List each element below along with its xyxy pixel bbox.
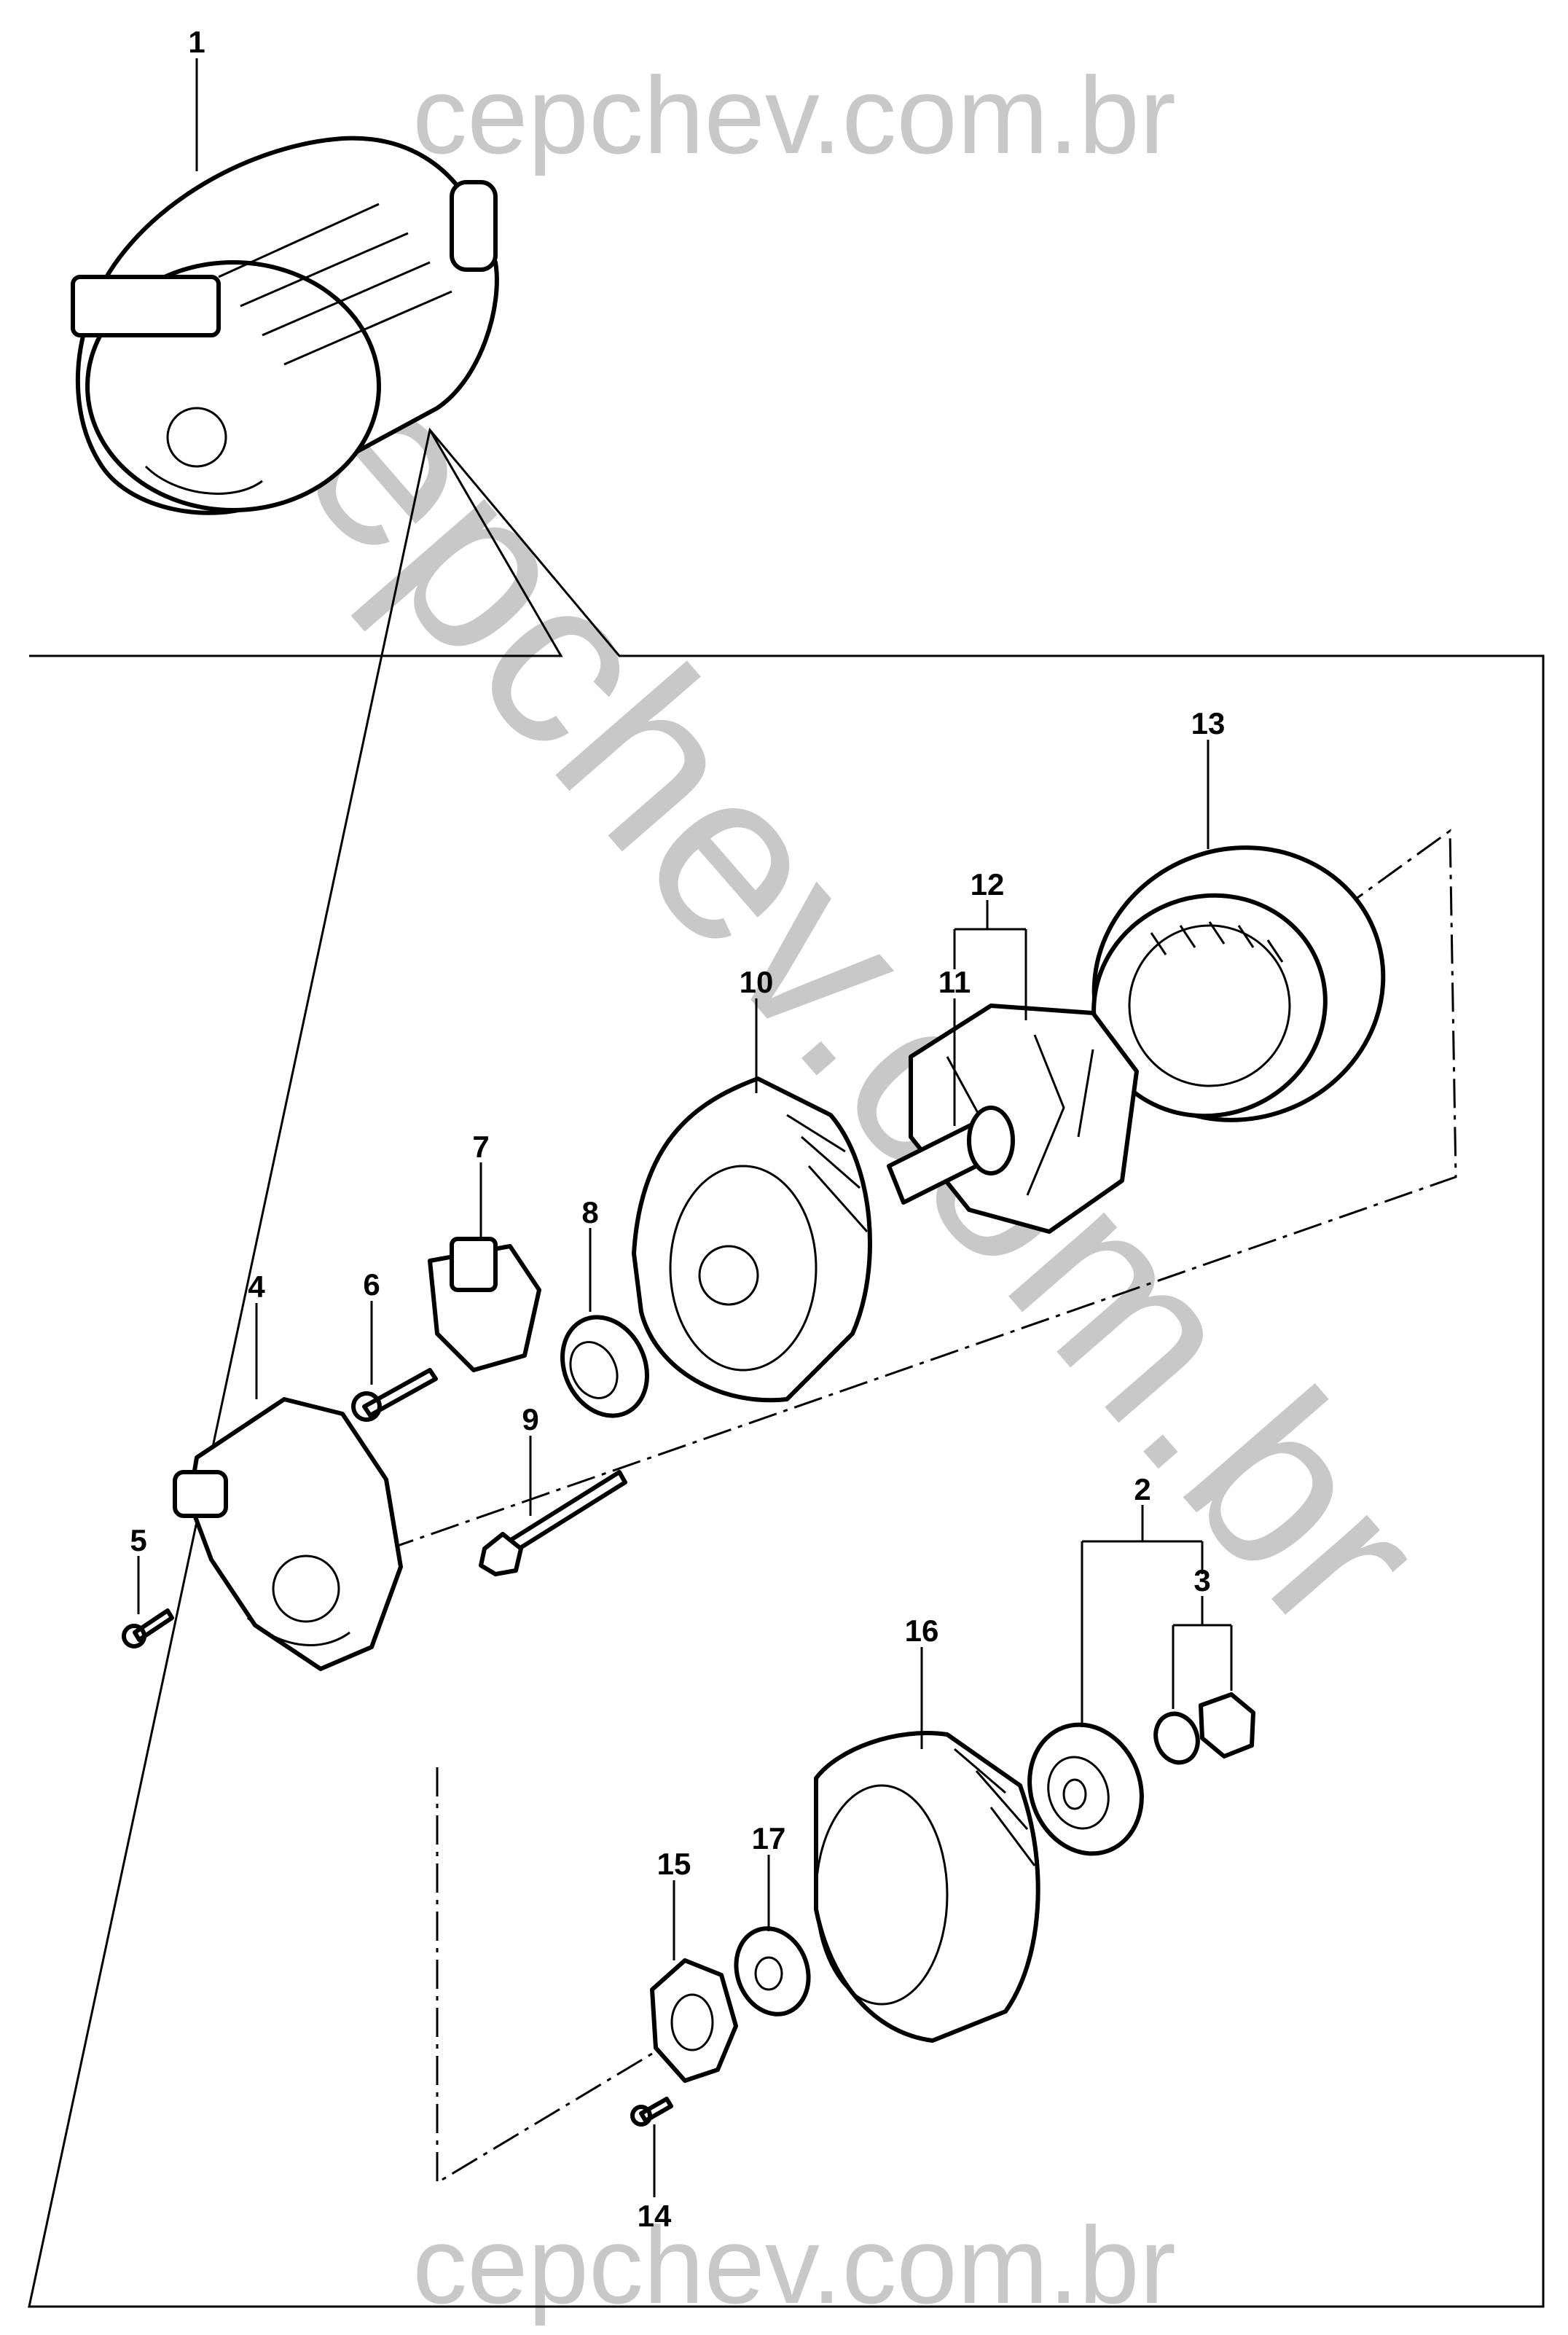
callout-10: 10: [740, 965, 774, 999]
retainer-plate: [650, 1958, 738, 2083]
leader-2-bracket: [1081, 1505, 1204, 1727]
callout-2: 2: [1134, 1472, 1150, 1506]
front-bearing: [734, 1926, 811, 2017]
callout-13: 13: [1191, 706, 1226, 740]
bearing: [560, 1315, 649, 1418]
washer: [1153, 1711, 1200, 1765]
callout-16: 16: [905, 1614, 939, 1648]
pulley: [1027, 1722, 1144, 1856]
callout-9: 9: [522, 1402, 538, 1436]
screw-5: [122, 1608, 174, 1648]
callout-12: 12: [971, 867, 1005, 901]
callout-11: 11: [938, 965, 971, 999]
leader-3-bracket: [1172, 1596, 1233, 1709]
callout-6: 6: [363, 1267, 380, 1302]
watermark-bottom: cepchev.com.br: [412, 2204, 1176, 2326]
rotor: [887, 1004, 1139, 1234]
callout-7: 7: [472, 1130, 489, 1164]
front-housing: [814, 1731, 1040, 2043]
axis-line-upper: [378, 829, 1457, 1554]
through-bolt: [479, 1470, 627, 1576]
axis-line-lower: [436, 1767, 675, 2185]
screw-6: [351, 1368, 438, 1422]
alternator-assembly: [71, 136, 499, 515]
callout-17: 17: [752, 1821, 786, 1855]
leader-12-bracket: [953, 900, 1027, 1020]
callout-5: 5: [130, 1523, 146, 1557]
callout-8: 8: [581, 1195, 598, 1229]
detail-frame: [28, 427, 1545, 2308]
callout-3: 3: [1193, 1563, 1210, 1597]
watermark-top: cepchev.com.br: [412, 54, 1176, 176]
screw-14: [630, 2097, 673, 2127]
rear-cover: [173, 1397, 403, 1671]
callout-15: 15: [657, 1847, 691, 1881]
callout-4: 4: [248, 1270, 265, 1304]
nut: [1199, 1692, 1255, 1759]
callout-14: 14: [638, 2199, 672, 2233]
rear-housing: [632, 1076, 872, 1403]
callout-1: 1: [188, 25, 205, 59]
regulator: [428, 1237, 541, 1372]
